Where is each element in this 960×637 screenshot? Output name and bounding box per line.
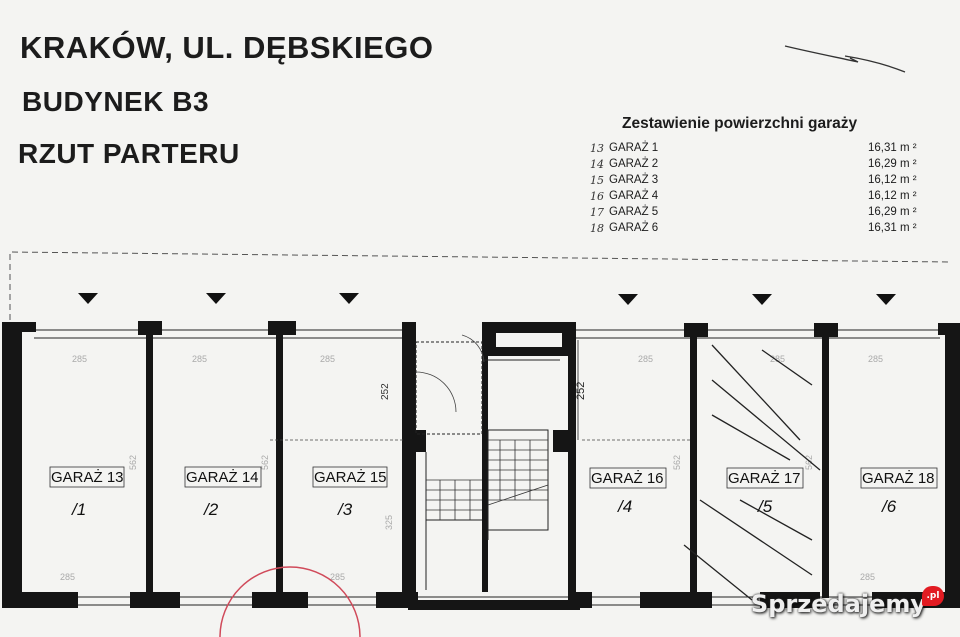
- summary-title: Zestawienie powierzchni garaży: [622, 115, 858, 132]
- dim-wall: 252: [380, 383, 391, 400]
- garage-label: GARAŻ 18: [862, 469, 935, 487]
- summary-row: 14 GARAŻ 2 16,29 m ²: [590, 158, 950, 174]
- hand-number: /1: [71, 500, 86, 519]
- dim-side: 562: [804, 455, 814, 470]
- garage-labels: GARAŻ 13 GARAŻ 14 GARAŻ 15 GARAŻ 16 GARA…: [51, 468, 935, 487]
- hand-number: /4: [617, 497, 632, 516]
- arrow-icon: [876, 294, 896, 305]
- summary-area: 16,31 m ²: [868, 222, 917, 234]
- arrow-icon: [206, 293, 226, 304]
- dim-top: 285: [770, 354, 785, 364]
- arrow-icon: [618, 294, 638, 305]
- garage-label: GARAŻ 14: [186, 468, 259, 486]
- plan-outline: [9, 251, 951, 330]
- summary-area: 16,29 m ²: [868, 158, 917, 170]
- dim-top: 285: [868, 354, 883, 364]
- watermark-badge: .pl: [922, 586, 944, 606]
- handwritten-number: 17: [590, 206, 604, 219]
- summary-row: 16 GARAŻ 4 16,12 m ²: [590, 190, 950, 206]
- summary-area: 16,12 m ²: [868, 190, 917, 202]
- walls: [2, 321, 960, 610]
- dim-top: 285: [320, 354, 335, 364]
- summary-label: GARAŻ 3: [609, 174, 659, 186]
- garage-label: GARAŻ 16: [591, 469, 664, 487]
- dim-bottom: 285: [60, 572, 75, 582]
- summary-area: 16,31 m ²: [868, 142, 917, 154]
- dim-top: 285: [72, 354, 87, 364]
- garage-label: GARAŻ 13: [51, 468, 124, 486]
- stamp: [219, 566, 361, 637]
- dim-side: 562: [260, 455, 270, 470]
- door-swing: [415, 371, 457, 413]
- stair-steps: [426, 439, 549, 520]
- hand-number: /2: [203, 500, 219, 519]
- summary-label: GARAŻ 6: [609, 222, 659, 234]
- handwritten-numbers: /1 /2 /3 /4 /5 /6: [71, 497, 897, 519]
- summary-label: GARAŻ 4: [609, 190, 659, 202]
- floor-title: RZUT PARTERU: [18, 138, 240, 169]
- arrow-icon: [752, 294, 772, 305]
- hand-number: /3: [337, 500, 353, 519]
- dim-stair: 252: [575, 382, 587, 400]
- dim-bottom: 285: [860, 572, 875, 582]
- summary-row: 13 GARAŻ 1 16,31 m ²: [590, 142, 950, 158]
- building-title: BUDYNEK B3: [22, 86, 210, 117]
- dim-bottom: 285: [330, 572, 345, 582]
- garage-label: GARAŻ 15: [314, 468, 387, 486]
- arrow-icon: [78, 293, 98, 304]
- dim-side: 562: [128, 455, 138, 470]
- handwritten-number: 13: [590, 142, 604, 155]
- watermark: Sprzedajemy: [750, 590, 926, 618]
- door-swing: [461, 334, 485, 363]
- hand-number: /5: [757, 497, 773, 516]
- summary-row: 18 GARAŻ 6 16,31 m ²: [590, 222, 950, 238]
- arrow-icon: [339, 293, 359, 304]
- summary-area: 16,12 m ²: [868, 174, 917, 186]
- hand-number: /6: [881, 497, 897, 516]
- address-title: KRAKÓW, UL. DĘBSKIEGO: [20, 30, 434, 65]
- dim-side: 562: [672, 455, 682, 470]
- summary-label: GARAŻ 5: [609, 206, 659, 218]
- summary-label: GARAŻ 2: [609, 158, 659, 170]
- dim-side: 325: [384, 515, 394, 530]
- handwritten-number: 18: [590, 222, 604, 235]
- summary-area: 16,29 m ²: [868, 206, 917, 218]
- summary-row: 17 GARAŻ 5 16,29 m ²: [590, 206, 950, 222]
- dim-top: 285: [192, 354, 207, 364]
- entrance-arrows: [78, 293, 896, 305]
- handwritten-number: 16: [590, 190, 604, 203]
- handwritten-number: 15: [590, 174, 604, 187]
- hatching: [683, 344, 821, 601]
- dimensions: 285 285 285 285 285 285 562 562 325 562 …: [60, 354, 883, 582]
- garage-label: GARAŻ 17: [728, 469, 801, 487]
- summary-row: 15 GARAŻ 3 16,12 m ²: [590, 174, 950, 190]
- handwritten-number: 14: [590, 158, 604, 171]
- summary-label: GARAŻ 1: [609, 142, 659, 154]
- dim-top: 285: [638, 354, 653, 364]
